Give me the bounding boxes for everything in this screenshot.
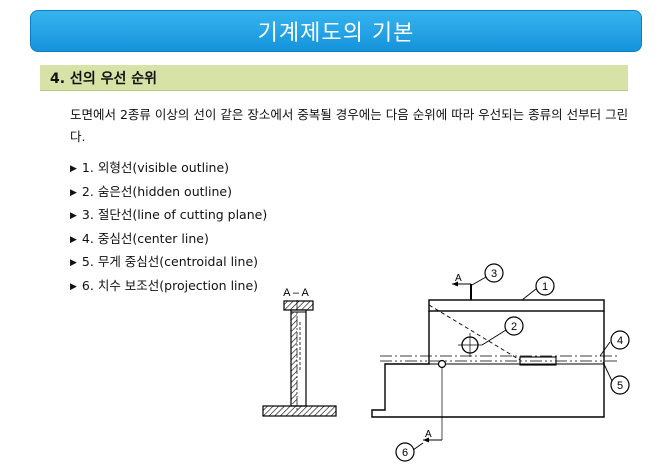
list-item: ▶ 5. 무게 중심선(centroidal line) [70, 250, 267, 274]
callout-4: 4 [610, 330, 630, 350]
callout-3: 3 [484, 263, 504, 283]
intro-paragraph: 도면에서 2종류 이상의 선이 같은 장소에서 중복될 경우에는 다음 순위에 … [70, 107, 629, 144]
list-item: ▶ 2. 숨은선(hidden outline) [70, 180, 267, 204]
callout-6: 6 [395, 442, 415, 462]
page-title-bar: 기계제도의 기본 [30, 10, 642, 52]
list-item-text: 4. 중심선(center line) [81, 230, 209, 246]
section-heading-bar: 4. 선의 우선 순위 [40, 65, 628, 91]
callout-number: 1 [542, 281, 548, 293]
list-item-text: 3. 절단선(line of cutting plane) [81, 207, 268, 222]
callout-leaders [412, 276, 613, 451]
list-item: ▶ 4. 중심선(center line) [70, 227, 267, 251]
list-item-text: 1. 외형선(visible outline) [81, 160, 230, 175]
triangle-bullet-icon: ▶ [70, 187, 77, 198]
triangle-bullet-icon: ▶ [70, 211, 77, 221]
callout-number: 2 [511, 321, 517, 333]
triangle-bullet-icon: ▶ [70, 281, 77, 292]
callout-number: 6 [402, 447, 408, 459]
cutting-plane-letter-top: A [455, 273, 462, 284]
section-view-label: A – A [283, 287, 309, 299]
callout-2: 2 [504, 316, 524, 336]
list-item: ▶ 6. 치수 보조선(projection line) [70, 274, 267, 298]
callout-markers: 1 2 3 4 5 6 [395, 263, 630, 462]
section-heading: 4. 선의 우선 순위 [50, 70, 157, 87]
triangle-bullet-icon: ▶ [70, 258, 77, 268]
front-view: A A [371, 273, 618, 443]
callout-1: 1 [535, 276, 555, 296]
callout-number: 4 [617, 335, 623, 347]
list-item-text: 6. 치수 보조선(projection line) [81, 277, 259, 293]
list-item: ▶ 1. 외형선(visible outline) [70, 156, 267, 180]
line-priority-list: ▶ 1. 외형선(visible outline) ▶ 2. 숨은선(hidden … [70, 156, 267, 297]
triangle-bullet-icon: ▶ [70, 164, 77, 174]
list-item-text: 2. 숨은선(hidden outline) [81, 183, 232, 199]
page-title: 기계제도의 기본 [257, 21, 415, 46]
list-item: ▶ 3. 절단선(line of cutting plane) [70, 203, 267, 227]
callout-5: 5 [610, 375, 630, 395]
cutting-plane-letter-bottom: A [425, 429, 432, 440]
callout-number: 5 [617, 380, 623, 392]
triangle-bullet-icon: ▶ [70, 234, 77, 245]
list-item-text: 5. 무게 중심선(centroidal line) [81, 254, 259, 269]
callout-number: 3 [491, 268, 497, 280]
section-view: A – A [262, 287, 337, 417]
